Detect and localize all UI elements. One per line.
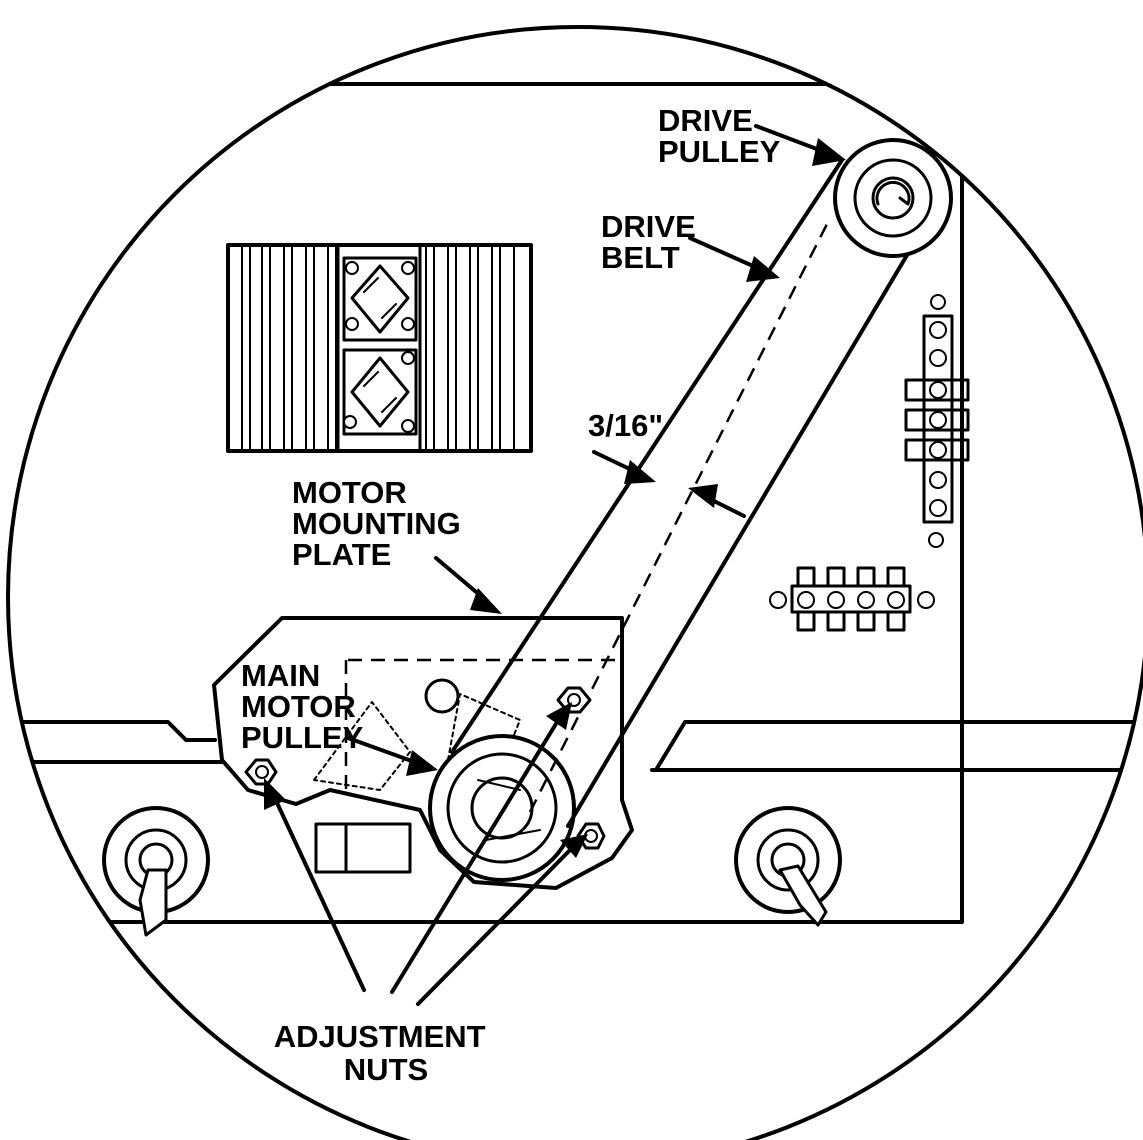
leveling-foot-right (734, 806, 842, 927)
main-motor-pulley (428, 734, 576, 882)
relay-module-lower (342, 348, 418, 436)
plate-hole (424, 678, 460, 714)
drive-pulley-label: DRIVE PULLEY (658, 103, 781, 169)
detail-circle (6, 25, 1143, 1140)
leveling-foot-left (102, 806, 210, 937)
relay-module-upper (342, 256, 418, 342)
terminal-strip-horizontal (769, 566, 935, 632)
back-panel (148, 82, 964, 924)
adjustment-nut-left (244, 758, 278, 786)
motor-mounting-plate-label: MOTOR MOUNTING PLATE (292, 475, 469, 572)
drive-belt-label: DRIVE BELT (601, 209, 704, 275)
adjustment-nuts-label: ADJUSTMENT NUTS (274, 1019, 494, 1087)
base-frame (8, 720, 1143, 924)
leader-arrows (264, 124, 846, 1006)
drive-pulley (833, 138, 953, 258)
heat-sink (226, 243, 533, 453)
plate-slot (314, 822, 412, 874)
terminal-strip-vertical (904, 294, 970, 548)
drive-belt (450, 158, 918, 828)
adjustment-nut-lower (576, 822, 606, 850)
main-motor-pulley-label: MAIN MOTOR PULLEY (241, 658, 364, 755)
deflection-label: 3/16" (588, 408, 663, 443)
